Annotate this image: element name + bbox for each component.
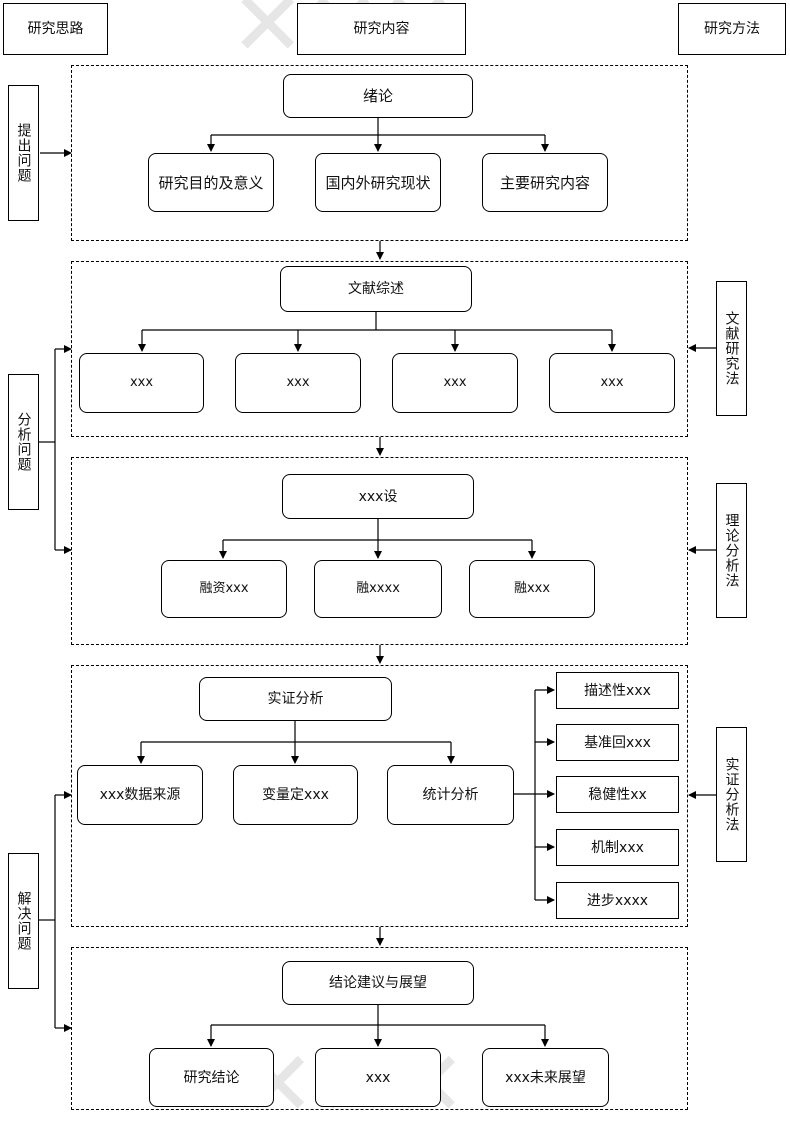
intro-title: 绪论 [283, 74, 473, 118]
section-intro [71, 65, 688, 241]
conclusion-title: 结论建议与展望 [282, 961, 474, 1005]
conclusion-item: xxx [315, 1048, 441, 1107]
empirical-item: 变量定xxx [233, 765, 358, 825]
conclusion-item: xxx未来展望 [482, 1048, 609, 1107]
conclusion-item: 研究结论 [149, 1048, 274, 1107]
empirical-item: 统计分析 [387, 765, 514, 825]
review-item: xxx [235, 353, 361, 413]
empirical-sub-item: 进步xxxx [556, 882, 679, 919]
review-title: 文献综述 [280, 266, 472, 312]
review-item: xxx [79, 353, 204, 413]
intro-item: 研究目的及意义 [148, 153, 274, 212]
empirical-sub-item: 稳健性xx [556, 776, 679, 813]
review-item: xxx [392, 353, 518, 413]
hypothesis-item: 融xxxx [314, 560, 442, 618]
hypothesis-item: 融资xxx [161, 560, 287, 618]
section-literature-review [71, 261, 688, 437]
empirical-sub-item: 基准回xxx [556, 724, 679, 761]
review-item: xxx [549, 353, 675, 413]
empirical-sub-item: 描述性xxx [556, 672, 679, 709]
empirical-item: xxx数据来源 [77, 765, 203, 825]
intro-item: 国内外研究现状 [315, 153, 441, 212]
section-conclusion [71, 947, 688, 1110]
label-solve-problem: 解决问题 [8, 853, 39, 989]
header-research-approach: 研究思路 [3, 3, 108, 55]
header-research-content: 研究内容 [297, 3, 466, 55]
label-literature-method: 文献研究法 [716, 281, 747, 416]
intro-item: 主要研究内容 [482, 153, 608, 212]
hypothesis-item: 融xxx [469, 560, 595, 618]
hypothesis-title: xxx设 [282, 474, 474, 519]
header-research-method: 研究方法 [678, 3, 786, 55]
section-empirical [71, 665, 688, 927]
label-empirical-method: 实证分析法 [716, 727, 747, 862]
label-raise-problem: 提出问题 [8, 85, 39, 221]
section-hypothesis [71, 457, 688, 645]
label-analyze-problem: 分析问题 [8, 374, 39, 510]
label-theory-method: 理论分析法 [716, 483, 747, 618]
empirical-title: 实证分析 [199, 677, 392, 721]
empirical-sub-item: 机制xxx [556, 829, 679, 866]
